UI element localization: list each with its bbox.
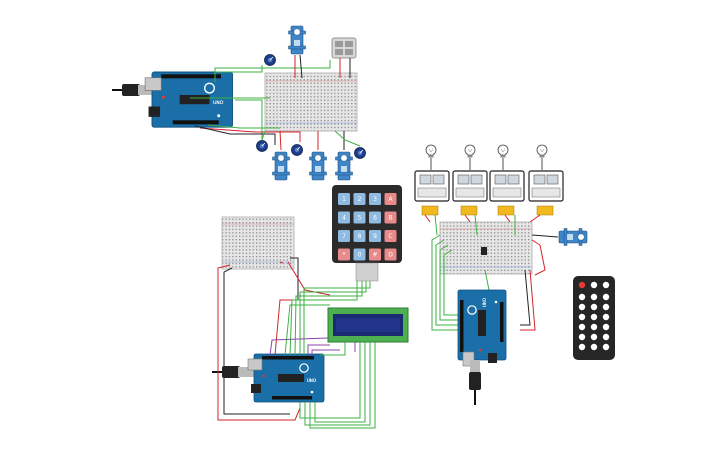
- keypad-key-1-3[interactable]: B: [384, 211, 397, 224]
- remote-button[interactable]: [602, 303, 610, 311]
- remote-button[interactable]: [578, 293, 586, 301]
- lcd-display-icon: [327, 307, 409, 343]
- servo-motor-icon: [272, 151, 290, 181]
- light-bulb-icon: [536, 144, 548, 158]
- remote-button[interactable]: [602, 293, 610, 301]
- keypad-key-label: 0: [358, 252, 362, 259]
- keypad-key-1-0[interactable]: 4: [338, 211, 350, 224]
- keypad-key-label: 8: [358, 233, 362, 240]
- light-bulb-icon: [464, 144, 476, 158]
- usb-cable-icon: [469, 360, 481, 405]
- ir-receiver-icon: [331, 37, 357, 59]
- relay-module-icon: [528, 170, 564, 202]
- relay-module-icon: [414, 170, 450, 202]
- keypad-key-2-3[interactable]: C: [384, 230, 397, 242]
- remote-button[interactable]: [602, 343, 610, 351]
- keypad-key-3-3[interactable]: D: [384, 248, 397, 261]
- keypad-key-3-0[interactable]: *: [338, 248, 350, 261]
- keypad-key-label: A: [388, 196, 393, 203]
- keypad-key-label: C: [388, 233, 392, 240]
- keypad-key-0-1[interactable]: 2: [353, 193, 366, 205]
- keypad-key-label: 6: [373, 215, 377, 222]
- keypad-key-label: *: [343, 252, 346, 259]
- light-bulb-icon: [497, 144, 509, 158]
- servo-motor-icon: [309, 151, 327, 181]
- keypad-key-label: 7: [342, 233, 346, 240]
- wires-bottom-left: [217, 257, 376, 429]
- ir-receiver-icon: [481, 247, 487, 255]
- remote-button[interactable]: [590, 343, 598, 351]
- keypad-key-0-3[interactable]: A: [384, 193, 397, 205]
- right-circuit: UNO: [414, 144, 588, 405]
- board-label: UNO: [213, 100, 224, 106]
- remote-button[interactable]: [578, 313, 586, 321]
- remote-button[interactable]: [590, 333, 598, 341]
- keypad-key-2-0[interactable]: 7: [338, 230, 350, 242]
- remote-button[interactable]: [590, 303, 598, 311]
- keypad-key-label: B: [388, 215, 392, 222]
- remote-button[interactable]: [590, 281, 598, 289]
- arduino-board-left[interactable]: UNO: [247, 353, 325, 403]
- breadboard-top[interactable]: [264, 72, 358, 132]
- keypad-key-2-2[interactable]: 9: [369, 230, 381, 242]
- potentiometer-icon: [354, 147, 366, 159]
- top-circuit: UNO: [112, 25, 366, 181]
- ir-remote-icon[interactable]: [573, 276, 615, 360]
- remote-button[interactable]: [590, 293, 598, 301]
- wires-top: [190, 54, 361, 151]
- keypad-key-label: D: [388, 252, 393, 259]
- remote-button[interactable]: [602, 281, 610, 289]
- keypad-key-0-0[interactable]: 1: [338, 193, 350, 205]
- keypad-key-1-1[interactable]: 5: [353, 211, 366, 224]
- relay-module-icon: [452, 170, 488, 202]
- servo-motor-icon: [335, 151, 353, 181]
- keypad[interactable]: 1 2 3 A 4 5 6 B 7 8 9 C * 0 # D: [332, 185, 402, 282]
- relay-coils: [421, 205, 554, 216]
- remote-button[interactable]: [578, 333, 586, 341]
- servo-motor-icon: [288, 25, 306, 55]
- keypad-key-label: #: [372, 252, 377, 259]
- potentiometer-icon: [264, 54, 276, 66]
- keypad-key-label: 9: [373, 233, 377, 240]
- light-bulb-icon: [425, 144, 437, 158]
- keypad-key-label: 1: [342, 196, 346, 203]
- remote-button[interactable]: [578, 343, 586, 351]
- keypad-key-label: 5: [358, 215, 362, 222]
- keypad-key-0-2[interactable]: 3: [369, 193, 381, 205]
- board-label: UNO: [307, 378, 316, 383]
- keypad-key-2-1[interactable]: 8: [353, 230, 366, 242]
- keypad-key-3-1[interactable]: 0: [353, 248, 366, 261]
- bottom-left-circuit: 1 2 3 A 4 5 6 B 7 8 9 C * 0 # D UNO: [212, 185, 409, 429]
- servo-motor-icon: [558, 228, 588, 246]
- remote-button[interactable]: [578, 323, 586, 331]
- keypad-key-label: 3: [373, 196, 377, 203]
- remote-button[interactable]: [602, 323, 610, 331]
- remote-power-button[interactable]: [578, 281, 586, 289]
- remote-button[interactable]: [602, 313, 610, 321]
- breadboard-left[interactable]: [221, 216, 295, 270]
- keypad-key-1-2[interactable]: 6: [369, 211, 381, 224]
- arduino-board-right[interactable]: UNO: [457, 289, 507, 367]
- remote-button[interactable]: [590, 323, 598, 331]
- remote-button[interactable]: [578, 303, 586, 311]
- remote-button[interactable]: [590, 313, 598, 321]
- keypad-key-label: 2: [358, 196, 362, 203]
- keypad-key-3-2[interactable]: #: [369, 248, 381, 261]
- potentiometer-icon: [291, 144, 303, 156]
- arduino-board-top[interactable]: UNO: [144, 71, 234, 128]
- relay-module-icon: [489, 170, 525, 202]
- remote-button[interactable]: [602, 333, 610, 341]
- potentiometer-icon: [256, 140, 268, 152]
- board-label: UNO: [482, 298, 487, 307]
- keypad-key-label: 4: [342, 215, 346, 222]
